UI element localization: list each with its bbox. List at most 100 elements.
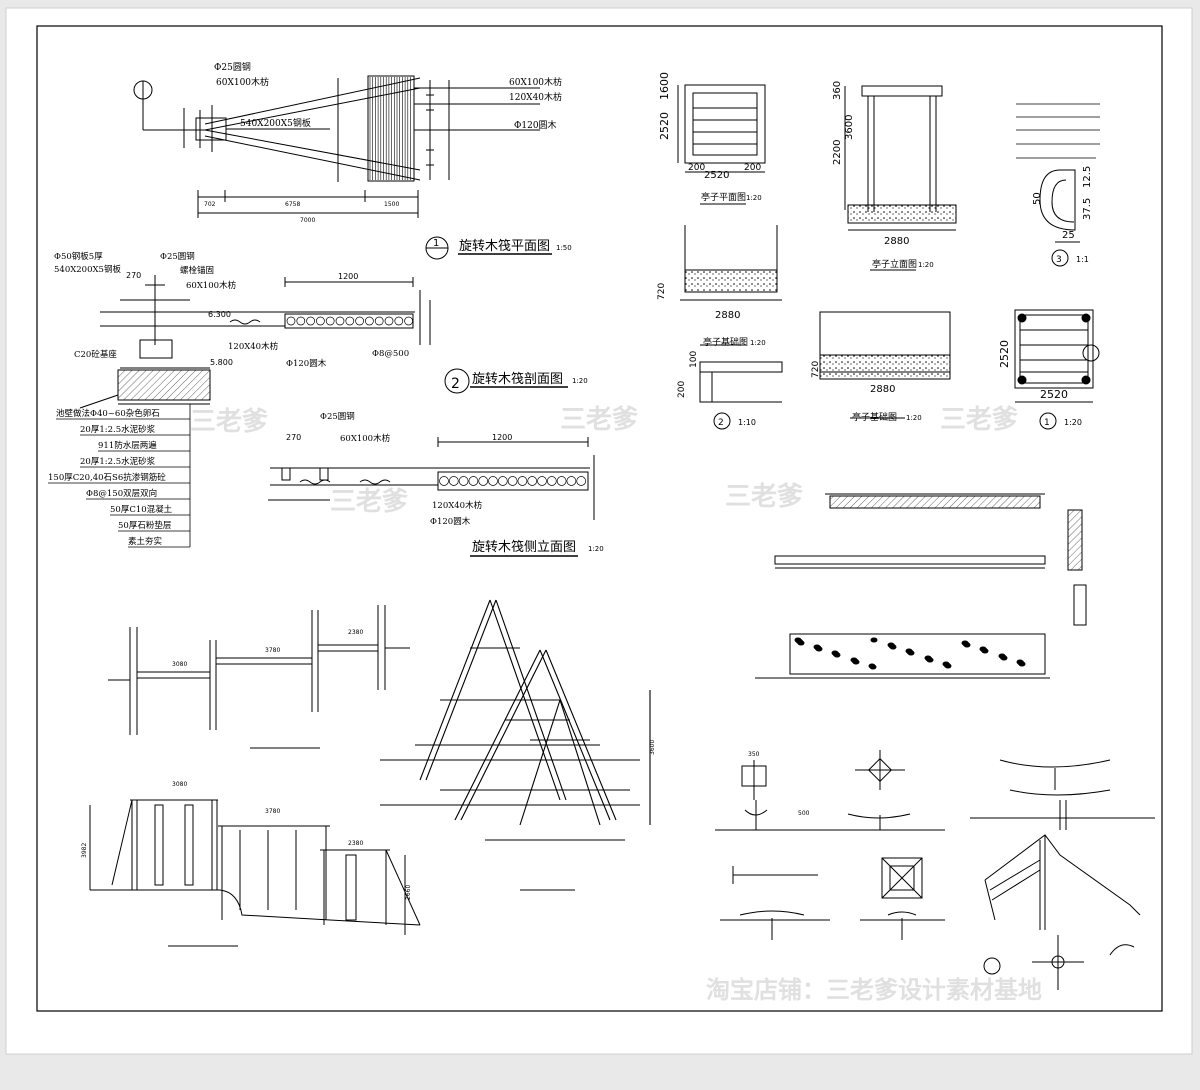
spinner-icon [983, 957, 1001, 975]
sec-label-beam-120: 120X40木枋 [228, 341, 279, 352]
log-circle [355, 316, 364, 326]
swing-plan-dims: 3080 3780 2380 [172, 629, 363, 668]
raft-section-view [79, 275, 568, 409]
log-circle [546, 476, 557, 486]
swing-plan [108, 605, 410, 749]
log-circle [478, 476, 489, 486]
plan-label-beam: 60X100木枋 [216, 76, 269, 88]
watermark-2: 三老爹 [560, 405, 638, 435]
pav-dim-200a: 200 [688, 163, 705, 173]
sec-label-log: Φ120圆木 [286, 358, 327, 369]
side-label-beam-120: 120X40木枋 [432, 500, 483, 511]
pavilion-found-title: 亭子基础图 [703, 336, 748, 348]
layer-7: 50厚C10混凝土 [110, 504, 173, 515]
log-circle [537, 476, 547, 486]
layer-5: 150厚C20,40石S6抗渗钢筋砼 [48, 472, 166, 483]
raft-plan-scale: 1:50 [556, 244, 572, 252]
sec-label-bar: Φ8@500 [372, 349, 409, 359]
raft-section-scale: 1:20 [572, 377, 588, 385]
plan-label-round-steel: Φ25圆钢 [214, 61, 251, 73]
climb-dim-3600: 3600 [649, 740, 656, 755]
equip-dim-350: 350 [748, 751, 760, 758]
swing-elevation [89, 799, 421, 947]
drawing-frame [36, 25, 1163, 1012]
log-circle [325, 316, 335, 326]
raft-side-scale: 1:20 [588, 545, 604, 553]
pavilion-detail-3 [1039, 169, 1080, 267]
wall-stone [981, 648, 989, 654]
pavilion-detail-1 [1014, 309, 1100, 430]
sec-label-foundation: C20砼基座 [74, 349, 117, 360]
section-layers-list: 池壁做法Φ40~60杂色卵石 20厚1:2.5水泥砂浆 911防水层两遍 20厚… [48, 408, 173, 547]
plan-label-plate: 540X200X5钢板 [240, 117, 311, 129]
log-circle [497, 476, 508, 486]
log-circle [374, 316, 384, 326]
equip-dim-500: 500 [798, 810, 810, 817]
log-circle [316, 316, 325, 326]
pavilion-elevation [844, 85, 957, 271]
d3-mark: 3 [1056, 255, 1062, 265]
swing-elev-dims: 3080 3780 2380 3982 2660 [81, 781, 412, 900]
climbing-frame [380, 599, 651, 891]
swing-plan-dim-3080: 3080 [172, 661, 187, 668]
log-circle [286, 316, 296, 326]
sec-label-round-steel: Φ25圆钢 [160, 251, 195, 262]
pavilion-plan-scale: 1:20 [746, 194, 762, 202]
watermark-5: 三老爹 [725, 482, 803, 512]
pavilion-detail-2 [699, 361, 783, 430]
detail-mark-3-icon [1051, 249, 1069, 267]
d2-dim-100: 100 [689, 351, 699, 368]
side-dim-1200: 1200 [492, 433, 512, 442]
swing-elev-dim-2660: 2660 [405, 885, 412, 900]
swing-elev-dim-3982: 3982 [81, 843, 88, 858]
wall-stone [852, 659, 860, 665]
sec-dim-270: 270 [126, 271, 141, 280]
plan-dim-6758: 6758 [285, 201, 300, 208]
plan-dim-total: 7000 [300, 217, 315, 224]
pav-dim-2880b: 2880 [715, 310, 740, 321]
watermark-3: 三老爹 [940, 405, 1018, 435]
log-circle [458, 476, 469, 486]
log-circle [384, 316, 394, 326]
log-circle [566, 476, 577, 486]
side-dim-270: 270 [286, 433, 301, 442]
layer-1: 池壁做法Φ40~60杂色卵石 [56, 408, 160, 419]
plan-dim-702: 702 [204, 201, 216, 208]
sec-mark-number: 2 [451, 376, 460, 392]
plan-label-log: Φ120圆木 [514, 119, 557, 131]
layer-9: 素土夯实 [128, 536, 162, 547]
play-equipment [715, 750, 1155, 990]
log-circle [448, 476, 459, 486]
d3-dim-50: 50 [1032, 192, 1043, 205]
log-circle [517, 476, 528, 486]
d3-dim-25: 25 [1062, 230, 1075, 241]
watermark-4: 三老爹 [330, 487, 408, 517]
side-label-beam: 60X100木枋 [340, 433, 391, 444]
sec-label-bolt: 螺栓锚固 [180, 265, 214, 276]
watermarks: 三老爹 三老爹 三老爹 三老爹 三老爹 淘宝店铺：三老爹设计素材基地 [190, 405, 1042, 1004]
raft-plan-title: 旋转木筏平面图 [459, 238, 550, 254]
wall-stone [926, 657, 934, 663]
swing-plan-dim-3780: 3780 [265, 647, 280, 654]
detail-mark-2-icon [713, 412, 731, 430]
plan-label-beam-right: 60X100木枋 [509, 76, 562, 88]
raft-section-labels: Φ50钢板5厚 540X200X5钢板 Φ25圆钢 螺栓锚固 60X100木枋 … [54, 251, 588, 392]
d2-dim-200: 200 [677, 381, 687, 398]
layer-2: 20厚1:2.5水泥砂浆 [80, 424, 156, 435]
d1-mark: 1 [1044, 418, 1050, 428]
side-label-log: Φ120圆木 [430, 516, 471, 527]
wall-stone [870, 637, 878, 643]
pavilion-found-scale-2: 1:20 [906, 414, 922, 422]
pavilion-found-scale: 1:20 [750, 339, 766, 347]
log-circle [306, 316, 315, 326]
raft-plan-view [133, 75, 552, 260]
d3-dim-375: 37.5 [1082, 198, 1093, 220]
raft-side-labels: Φ25圆钢 60X100木枋 270 1200 120X40木枋 Φ120圆木 … [286, 411, 604, 555]
sec-dim-1200: 1200 [338, 272, 358, 281]
pavilion-foundation [680, 225, 951, 419]
pav-dim-h2520b: 2520 [998, 340, 1011, 368]
watermark-shop: 淘宝店铺：三老爹设计素材基地 [706, 976, 1042, 1004]
layer-3: 911防水层两遍 [98, 440, 157, 451]
log-circle [527, 476, 538, 486]
pav-dim-3600: 3600 [844, 115, 855, 140]
